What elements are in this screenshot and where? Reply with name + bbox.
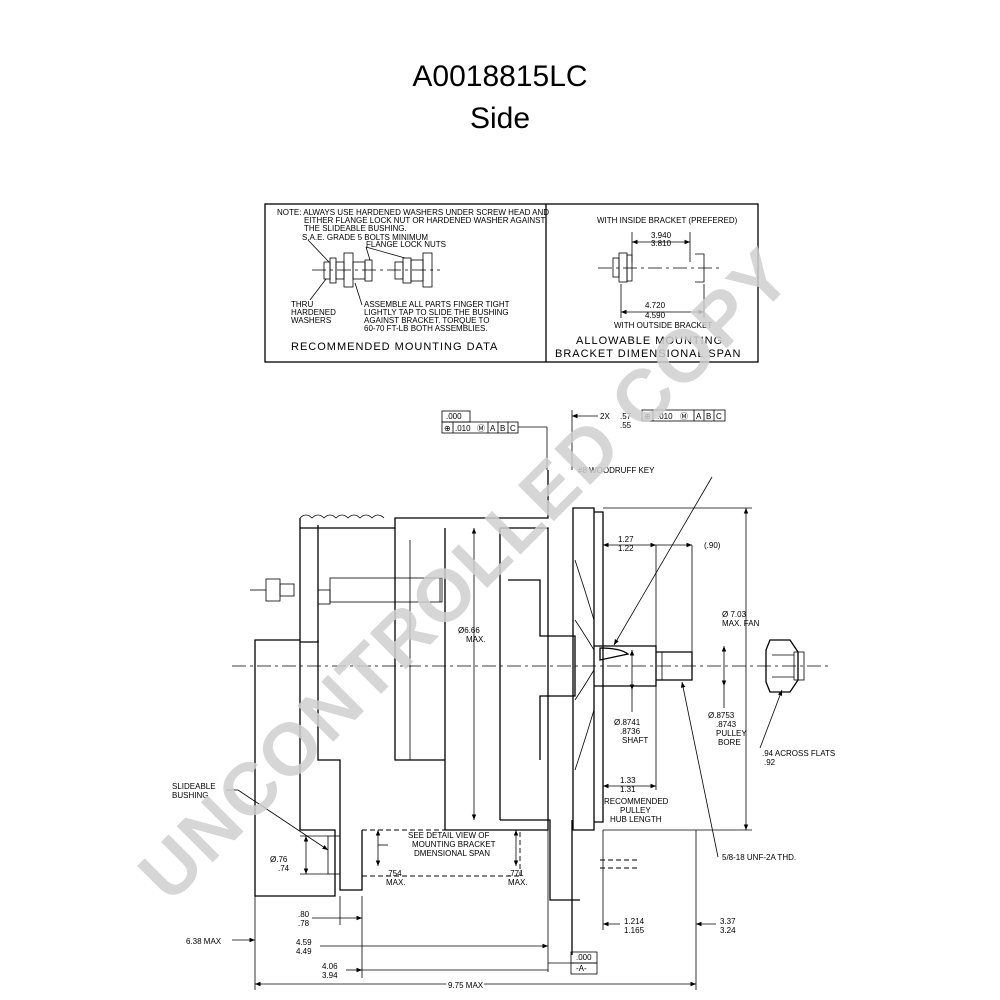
datum-a-basic: .000 [576, 953, 592, 962]
bushing-label-1: SLIDEABLE [172, 782, 216, 791]
bore-dia-4: BORE [718, 738, 741, 747]
dim-771-2: MAX. [508, 878, 528, 887]
left-fcf-tolerance: .010 [455, 424, 471, 433]
bore-dia-2: .8743 [716, 720, 737, 729]
outside-span-lower: 4.590 [645, 311, 666, 320]
dimension-texts: #8 WOODRUFF KEY 1.27 1.22 (.90) Ø 7.03 M… [172, 466, 835, 992]
assemble-line-3: AGAINST BRACKET. TORQUE TO [364, 316, 490, 325]
detail-note-3: DMENSIONAL SPAN [414, 849, 490, 858]
mounting-data-box: NOTE: ALWAYS USE HARDENED WASHERS UNDER … [264, 203, 759, 363]
detail-note-1: SEE DETAIL VIEW OF [408, 831, 489, 840]
outside-bracket-label: WITH OUTSIDE BRACKET [614, 321, 712, 330]
alternator-outline [232, 470, 830, 955]
dim-754-2: MAX. [386, 878, 406, 887]
dim-459-1: 4.59 [296, 938, 312, 947]
part-number-title: A0018815LC [412, 60, 588, 93]
inside-span-upper: 3.940 [651, 231, 672, 240]
bushing-label-2: BUSHING [172, 791, 208, 800]
hub-label-3: HUB LENGTH [610, 815, 662, 824]
sae-label: S.A.E. GRADE 5 BOLTS MINIMUM [302, 233, 428, 242]
right-fcf-tolerance: .010 [657, 412, 673, 421]
bracket-span-sketch [598, 232, 722, 318]
hub-upper: 1.33 [620, 776, 636, 785]
bore-dia-1: Ø.8753 [708, 711, 735, 720]
body-dia-2: MAX. [466, 635, 486, 644]
dim-754-1: .754 [386, 869, 402, 878]
assemble-line-4: 60-70 FT-LB BOTH ASSEMBLIES. [364, 324, 488, 333]
dim-406-1: 4.06 [322, 962, 338, 971]
left-feature-control-frame: .000 ⊕ .010 Ⓜ A B C [441, 410, 548, 470]
assemble-line-1: ASSEMBLE ALL PARTS FINGER TIGHT [364, 300, 510, 309]
dim-127: 1.27 [618, 535, 634, 544]
dim-459-2: 4.49 [296, 947, 312, 956]
dim-337-1: 3.37 [720, 917, 736, 926]
shaft-dia-3: SHAFT [622, 736, 648, 745]
bracket-caption-1: ALLOWABLE MOUNTING [576, 335, 723, 347]
hub-label-2: PULLEY [620, 806, 651, 815]
across-flats-2: .92 [764, 758, 776, 767]
note-line-3: THE SLIDEABLE BUSHING. [304, 224, 407, 233]
outside-span-upper: 4.720 [645, 301, 666, 310]
dim-1214-2: 1.165 [624, 926, 645, 935]
assemble-line-2: LIGHTLY TAP TO SLIDE THE BUSHING [364, 308, 509, 317]
note-line-1: NOTE: ALWAYS USE HARDENED WASHERS UNDER … [277, 208, 549, 217]
datum-a-2: A [696, 412, 702, 421]
flange-label: FLANGE LOCK NUTS [366, 240, 446, 249]
hub-label-1: RECOMMENDED [604, 797, 669, 806]
twox-label: 2X [600, 412, 610, 421]
left-basic-value: .000 [446, 412, 462, 421]
datum-c: C [510, 424, 516, 433]
dim-090: (.90) [704, 541, 721, 550]
position-symbol: ⊕ [444, 424, 451, 433]
bracket-caption-2: BRACKET DIMENSIONAL SPAN [555, 348, 741, 360]
bushing-dia-2: .74 [278, 864, 290, 873]
thru-label-2: HARDENED [291, 308, 336, 317]
dim-975: 9.75 MAX [448, 981, 484, 990]
dim-80-1: .80 [298, 910, 310, 919]
watermark-text: UNCONTROLLED COPY [123, 232, 807, 916]
bolt-assembly-sketch [307, 239, 440, 306]
hub-lower: 1.31 [620, 785, 636, 794]
dim-638: 6.38 MAX [186, 937, 222, 946]
view-title: Side [469, 102, 531, 135]
detail-note-2: MOUNTING BRACKET [412, 840, 496, 849]
twox-upper: .57 [620, 412, 632, 421]
twox-lower: .55 [620, 421, 632, 430]
dim-1214-1: 1.214 [624, 917, 645, 926]
shaft-dia-2: .8736 [620, 727, 641, 736]
across-flats-1: .94 ACROSS FLATS [762, 749, 835, 758]
datum-a-label: -A- [576, 964, 587, 973]
thread-label: 5/8-18 UNF-2A THD. [722, 853, 796, 862]
inside-bracket-label: WITH INSIDE BRACKET (PREFERED) [597, 216, 738, 225]
thru-label-3: WASHERS [291, 316, 331, 325]
dim-122: 1.22 [618, 544, 634, 553]
woodruff-key-label: #8 WOODRUFF KEY [578, 466, 655, 475]
position-symbol-2: ⊕ [644, 412, 651, 421]
datum-c-2: C [716, 412, 722, 421]
mounting-data-caption: RECOMMENDED MOUNTING DATA [291, 341, 498, 353]
datum-b-2: B [706, 412, 711, 421]
mmc-symbol-2: Ⓜ [680, 412, 688, 421]
bore-dia-3: PULLEY [716, 729, 747, 738]
dim-771-1: .771 [508, 869, 524, 878]
mmc-symbol: Ⓜ [477, 424, 485, 433]
right-feature-control-frame: 2X .57 .55 ⊕ .010 Ⓜ A B C [571, 409, 726, 470]
dim-80-2: .78 [298, 919, 310, 928]
dimension-lines [226, 476, 783, 990]
dim-337-2: 3.24 [720, 926, 736, 935]
dim-406-2: 3.94 [322, 971, 338, 980]
note-line-2: EITHER FLANGE LOCK NUT OR HARDENED WASHE… [304, 216, 545, 225]
thru-label-1: THRU [291, 300, 313, 309]
bushing-dia-1: Ø.76 [270, 855, 288, 864]
datum-b: B [500, 424, 505, 433]
inside-span-lower: 3.810 [651, 239, 672, 248]
fan-dia-1: Ø 7.03 [722, 610, 747, 619]
body-dia-1: Ø6.66 [458, 626, 480, 635]
fan-dia-2: MAX. FAN [722, 619, 760, 628]
datum-a: A [490, 424, 496, 433]
shaft-dia-1: Ø.8741 [614, 718, 641, 727]
